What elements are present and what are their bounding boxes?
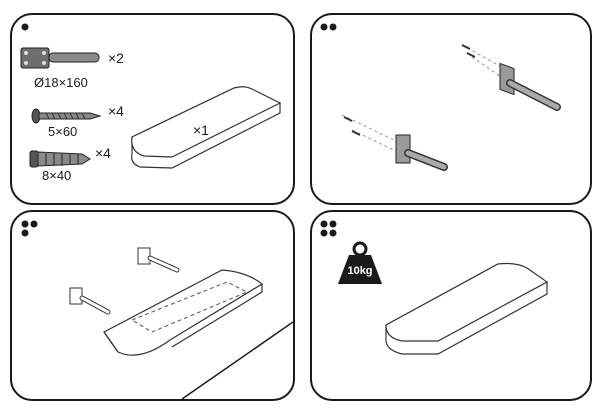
bracket-icon [461, 44, 561, 111]
weight-icon [338, 241, 382, 284]
step-2-panel [310, 13, 592, 205]
bracket-icon [137, 247, 180, 273]
step-indicator-dot [21, 23, 29, 31]
screw-size-label: 5×60 [48, 124, 78, 139]
shelf-icon [385, 262, 549, 355]
plug-quantity-label: ×4 [95, 145, 111, 161]
shelf-quantity-label: ×1 [193, 122, 209, 138]
step-indicator-dots [320, 220, 337, 237]
step-indicator-dots [320, 23, 337, 31]
screw-icon [31, 108, 102, 124]
wall-plug-icon [29, 150, 91, 168]
step-1-panel: ×2 Ø18×160 ×4 5×60 ×4 8×40 ×1 [10, 13, 295, 205]
step-1-drawing [20, 23, 282, 169]
bracket-icon [341, 114, 448, 171]
bracket-size-label: Ø18×160 [34, 75, 88, 90]
plug-size-label: 8×40 [42, 168, 72, 183]
step-3-drawing [21, 220, 293, 399]
shelf-icon [131, 86, 282, 169]
step-3-panel [10, 210, 295, 401]
wall-line [181, 321, 293, 399]
bracket-icon [69, 287, 111, 315]
screw-quantity-label: ×4 [108, 103, 124, 119]
step-2-drawing [320, 23, 561, 171]
step-indicator-dots [21, 220, 38, 237]
weight-badge: 10kg [347, 265, 373, 277]
bracket-rod-icon [20, 47, 100, 69]
shelf-icon [103, 269, 264, 356]
step-4-panel: 10kg [310, 210, 592, 401]
bracket-quantity-label: ×2 [108, 50, 124, 66]
step-4-drawing [320, 220, 549, 355]
